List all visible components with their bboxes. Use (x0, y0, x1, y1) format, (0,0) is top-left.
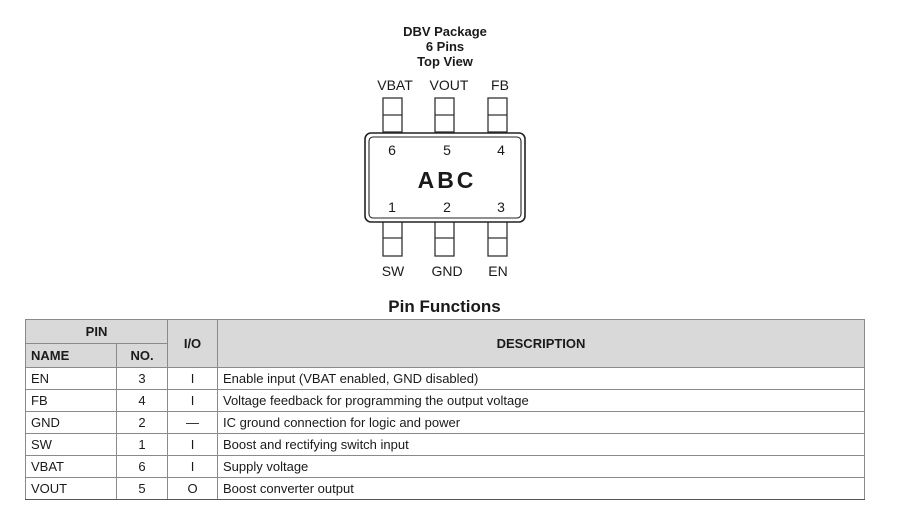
cell-description: Enable input (VBAT enabled, GND disabled… (217, 367, 865, 390)
table-row: FB 4 I Voltage feedback for programming … (25, 389, 865, 412)
cell-name: GND (25, 411, 117, 434)
pin-number-6: 6 (388, 142, 396, 158)
lead-pin-2 (434, 220, 455, 257)
package-title-line: 6 Pins (425, 39, 465, 54)
cell-name: FB (25, 389, 117, 412)
cell-io: I (167, 367, 218, 390)
cell-description: Boost and rectifying switch input (217, 433, 865, 456)
cell-no: 6 (116, 455, 168, 478)
header-pin: PIN (25, 319, 168, 344)
pin-number-5: 5 (443, 142, 451, 158)
lead-pin-1 (382, 220, 403, 257)
cell-name: VOUT (25, 477, 117, 500)
cell-io: O (167, 477, 218, 500)
package-body-inner (368, 136, 522, 219)
package-title-line: Top View (417, 54, 473, 69)
pin-number-1: 1 (388, 199, 396, 215)
cell-description: Supply voltage (217, 455, 865, 478)
cell-name: VBAT (25, 455, 117, 478)
cell-io: I (167, 389, 218, 412)
header-name: NAME (25, 343, 117, 368)
cell-no: 1 (116, 433, 168, 456)
cell-description: IC ground connection for logic and power (217, 411, 865, 434)
cell-name: EN (25, 367, 117, 390)
pin-name-en: EN (488, 263, 508, 279)
package-title: DBV Package 6 Pins Top View (345, 24, 545, 69)
lead-pin-5 (434, 97, 455, 133)
cell-name: SW (25, 433, 117, 456)
pin-functions-title: Pin Functions (388, 297, 501, 316)
cell-description: Voltage feedback for programming the out… (217, 389, 865, 412)
pin-name-fb: FB (491, 77, 509, 93)
pin-name-vbat: VBAT (377, 77, 413, 93)
cell-no: 2 (116, 411, 168, 434)
cell-no: 4 (116, 389, 168, 412)
table-row: EN 3 I Enable input (VBAT enabled, GND d… (25, 367, 865, 390)
cell-no: 5 (116, 477, 168, 500)
table-row: SW 1 I Boost and rectifying switch input (25, 433, 865, 456)
package-diagram: 6 5 4 1 2 3 ABC (364, 97, 526, 257)
lead-pin-4 (487, 97, 508, 133)
table-row: VBAT 6 I Supply voltage (25, 455, 865, 478)
cell-io: I (167, 455, 218, 478)
pin-name-sw: SW (381, 263, 405, 279)
header-no: NO. (116, 343, 168, 368)
pin-number-3: 3 (497, 199, 505, 215)
lead-pin-3 (487, 220, 508, 257)
package-title-line: DBV Package (403, 24, 487, 39)
package-body (364, 132, 526, 223)
header-description: DESCRIPTION (217, 319, 865, 368)
pin-name-vout: VOUT (429, 77, 469, 93)
package-marking: ABC (418, 167, 477, 193)
pin-number-4: 4 (497, 142, 505, 158)
cell-no: 3 (116, 367, 168, 390)
cell-io: — (167, 411, 218, 434)
table-row: VOUT 5 O Boost converter output (25, 477, 865, 500)
lead-pin-6 (382, 97, 403, 133)
cell-description: Boost converter output (217, 477, 865, 500)
pin-name-gnd: GND (431, 263, 463, 279)
pin-number-2: 2 (443, 199, 451, 215)
table-row: GND 2 — IC ground connection for logic a… (25, 411, 865, 434)
header-io: I/O (167, 319, 218, 368)
pin-functions-table: PIN I/O DESCRIPTION NAME NO. EN 3 I Enab… (25, 319, 865, 500)
cell-io: I (167, 433, 218, 456)
